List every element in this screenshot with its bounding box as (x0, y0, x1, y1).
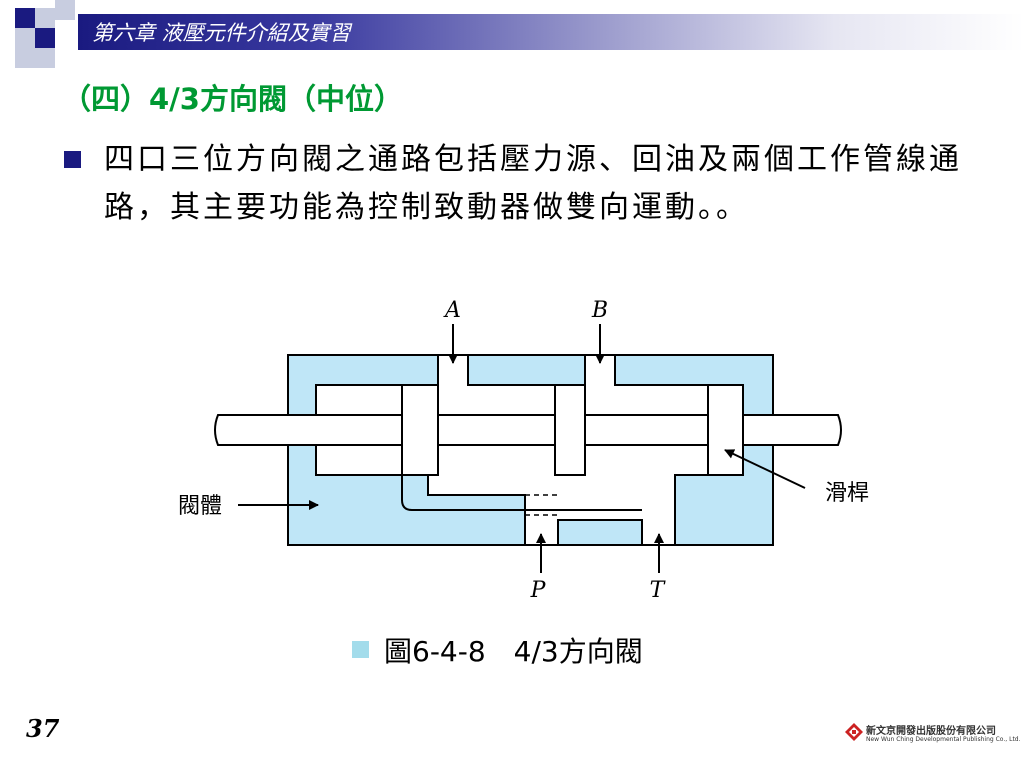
publisher-name-english: New Wun Ching Developmental Publishing C… (866, 736, 1021, 743)
spool-label: 滑桿 (825, 481, 869, 506)
port-b-label: B (591, 298, 608, 323)
corner-square-decoration (15, 48, 35, 68)
corner-square-decoration (55, 0, 75, 20)
valve-diagram: A B P T 閥體 滑桿 (178, 298, 869, 603)
publisher-name: 新文京開發出版股份有限公司 (866, 726, 996, 737)
corner-square-decoration (15, 28, 35, 48)
corner-square-decoration (35, 8, 55, 28)
spool-callout-arrow (724, 449, 806, 489)
bullet-square-icon (64, 151, 81, 168)
chapter-title: 第六章 液壓元件介紹及實習 (92, 21, 351, 45)
spool-land (401, 384, 439, 476)
corner-square-decoration (35, 48, 55, 68)
caption-bullet-icon (352, 641, 369, 658)
spool-land (707, 384, 744, 476)
corner-square-decoration (15, 8, 35, 28)
bullet-text: 四口三位方向閥之通路包括壓力源、回油及兩個工作管線通路，其主要功能為控制致動器做… (104, 142, 962, 225)
valve-body-label: 閥體 (178, 494, 222, 519)
page-number: 37 (26, 714, 60, 743)
internal-passage (401, 475, 642, 511)
spool-land (554, 384, 586, 476)
port-a-label: A (443, 298, 461, 323)
port-p-label: P (530, 578, 547, 603)
figure-caption: 圖6-4-8 4/3方向閥 (384, 635, 643, 668)
port-t-label: T (650, 578, 667, 603)
spool-rod (214, 414, 842, 446)
slide-title: （四）4/3方向閥（中位） (62, 82, 403, 116)
header-bar (78, 14, 1024, 50)
publisher-logo-icon (845, 723, 863, 741)
corner-square-decoration (35, 28, 55, 48)
corner-square-decoration (55, 28, 75, 48)
